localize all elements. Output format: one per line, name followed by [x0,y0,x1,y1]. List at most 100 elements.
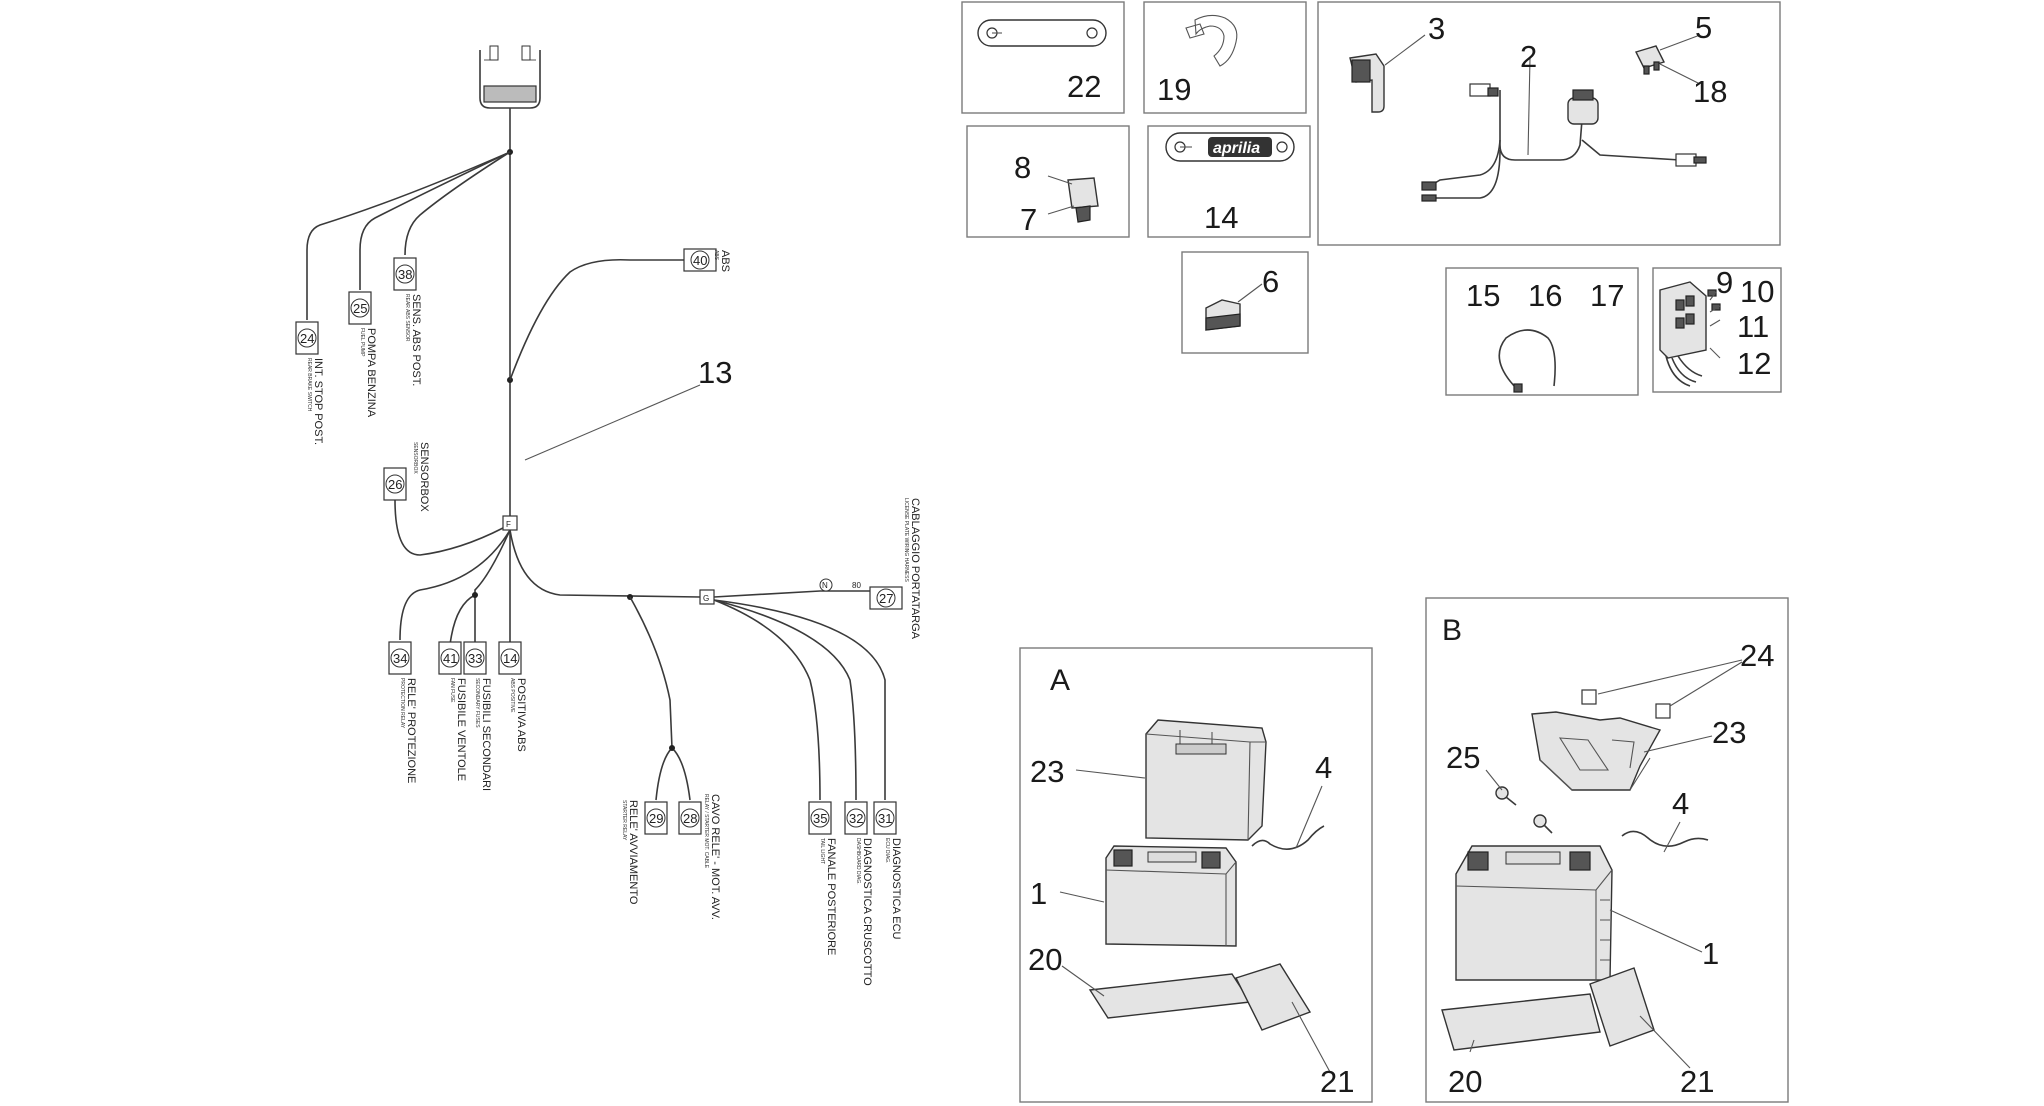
connector-27-num: 27 [879,591,893,606]
group-letter-a: A [1050,664,1070,697]
battery-cover-icon [1145,719,1267,841]
connector-25-num: 25 [353,301,367,316]
connector-38-num: 38 [398,267,412,282]
callout-13: 13 [698,355,732,390]
connector-24-num: 24 [300,331,314,346]
cable-tie-icon [1498,329,1556,393]
callout-9: 9 [1716,265,1733,300]
connector-14-num: 14 [503,651,517,666]
connector-40: 40 ABS ABS [683,248,731,272]
connector-33: 33 FUSIBILI SECONDARI SECONDARY FUSES [463,641,492,791]
connector-34-num: 34 [393,651,407,666]
bracket-icon [1531,711,1662,791]
group-letter-b: B [1442,614,1462,647]
connector-40-num: 40 [693,253,707,268]
callout-8: 8 [1014,150,1031,185]
node-n-label: N [822,581,828,590]
callout-b-1: 1 [1702,936,1719,971]
connector-14-label: POSITIVA ABS [515,678,527,752]
connector-41-label: FUSIBILE VENTOLE [455,678,467,781]
connector-28: 28 CAVO RELE' - MOT. AVV. RELAY / STARTE… [678,794,721,920]
connector-27-label: CABLAGGIO PORTATARGA [909,498,921,640]
callout-3: 3 [1428,11,1445,46]
connector-35-num: 35 [813,811,827,826]
connector-40-label: ABS [719,250,731,272]
connector-14: 14 POSITIVA ABS ABS POSITIVE [498,641,527,752]
callout-12: 12 [1737,346,1771,381]
node-f-label: F [506,520,511,529]
part-box-8-7: 8 7 [966,125,1130,238]
clamp-icon [1185,14,1238,67]
connector-31: 31 DIAGNOSTICA ECU ECU DIAG. [873,801,902,940]
node-80-label: 80 [852,581,861,590]
callout-6: 6 [1262,264,1279,299]
part-box-19: 19 [1143,1,1307,114]
connector-32: 32 DIAGNOSTICA CRUSCOTTO DASHBOARD DIAG. [844,801,873,986]
battery-group-b: B 24 23 25 4 [1425,597,1789,1103]
part-box-relay-harness: 3 2 5 18 [1317,1,1781,246]
connector-26-num: 26 [388,477,402,492]
aprilia-logo: aprilia [1213,140,1260,157]
connector-41: 41 FUSIBILE VENTOLE FAN FUSE [438,641,467,781]
connector-32-label: DIAGNOSTICA CRUSCOTTO [861,838,873,986]
connector-27-sub: LICENSE PLATE WIRING HARNESS [903,498,909,582]
screw-icon [1533,814,1553,834]
callout-b-24: 24 [1740,638,1774,673]
connector-38: 38 SENS. ABS POST. REAR ABS SENSOR [393,257,422,386]
part-box-fusebox: 9 10 11 12 [1652,265,1782,393]
wire-icon [1251,825,1325,850]
battery-icon [1105,845,1237,947]
wiring-harness: F G N 80 13 [306,45,886,801]
callout-b-4: 4 [1672,786,1689,821]
connector-35: 35 FANALE POSTERIORE TAIL LIGHT [808,801,837,955]
relay-icon [1205,299,1241,331]
connector-26-label: SENSORBOX [418,442,430,512]
connector-27: 27 CABLAGGIO PORTATARGA LICENSE PLATE WI… [869,498,921,640]
connector-41-num: 41 [443,651,457,666]
connector-34: 34 RELE' PROTEZIONE PROTECTION RELAY [388,641,417,783]
connector-31-num: 31 [878,811,892,826]
connector-35-sub: TAIL LIGHT [819,838,825,864]
callout-18: 18 [1693,74,1727,109]
callout-16: 16 [1528,278,1562,313]
callout-a-23: 23 [1030,754,1064,789]
battery-group-a: A 23 4 1 20 21 [1019,647,1373,1103]
callout-5: 5 [1695,10,1712,45]
callout-b-21: 21 [1680,1064,1714,1099]
callout-10: 10 [1740,274,1774,309]
connector-38-label: SENS. ABS POST. [410,294,422,386]
connector-14-sub: ABS POSITIVE [509,678,515,713]
callout-b-25: 25 [1446,740,1480,775]
connector-35-label: FANALE POSTERIORE [825,838,837,955]
callout-2: 2 [1520,39,1537,74]
connector-25-sub: FUEL PUMP [359,328,365,357]
rubber-pad-icon [1235,963,1312,1031]
wire-icon [1621,830,1709,847]
connector-29-label: RELE' AVVIAMENTO [627,800,639,905]
connector-38-sub: REAR ABS SENSOR [404,294,410,342]
connector-31-sub: ECU DIAG. [884,838,890,864]
connector-25: 25 POMPA BENZINA FUEL PUMP [348,291,377,418]
callout-15: 15 [1466,278,1500,313]
bracket-icon [479,45,541,109]
connector-29-sub: STARTER RELAY [621,800,627,841]
wire-icon [1421,83,1707,202]
fuse-icon [1635,45,1665,75]
connector-34-sub: PROTECTION RELAY [399,678,405,729]
connector-32-num: 32 [849,811,863,826]
connector-28-num: 28 [683,811,697,826]
connector-32-sub: DASHBOARD DIAG. [855,838,861,885]
part-box-6: 6 [1181,251,1309,354]
connector-26-sub: SENSORBOX [412,442,418,474]
callout-11: 11 [1737,309,1769,344]
connector-24-sub: REAR BRAKE SWITCH [306,358,312,412]
fuse-icon [1659,281,1721,387]
connector-26: 26 SENSORBOX SENSORBOX [383,442,430,512]
connector-25-label: POMPA BENZINA [365,328,377,418]
connector-28-sub: RELAY / STARTER MOT. CABLE [703,794,709,869]
callout-7: 7 [1020,202,1037,237]
callout-a-1: 1 [1030,876,1047,911]
part-box-22: 22 [961,1,1125,114]
connector-34-label: RELE' PROTEZIONE [405,678,417,783]
callout-a-20: 20 [1028,942,1062,977]
